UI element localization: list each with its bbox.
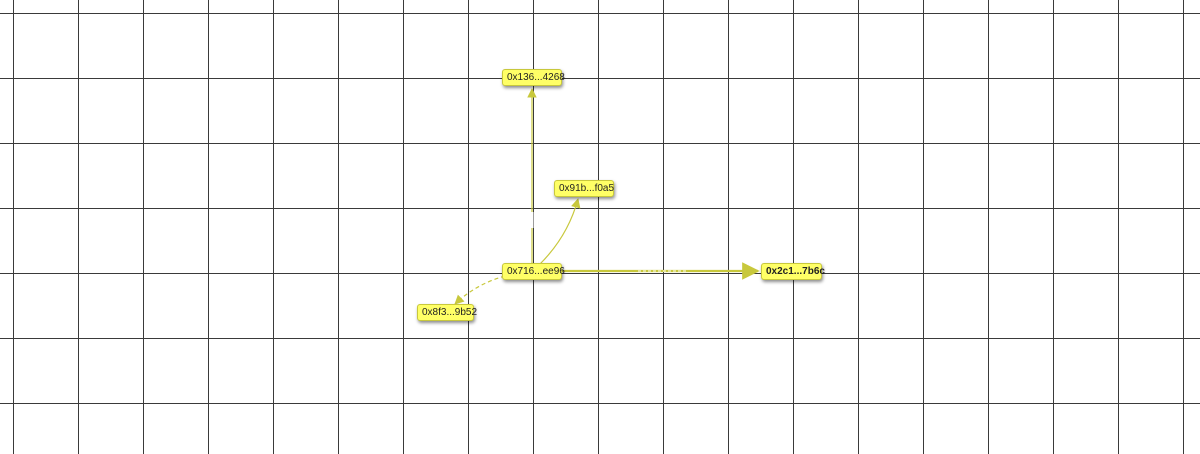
node-0x91b[interactable]: 0x91b...f0a5	[554, 180, 614, 197]
node-0x136[interactable]: 0x136...4268	[502, 69, 565, 86]
node-0x2c1[interactable]: 0x2c1...7b6c	[761, 263, 825, 280]
node-0x8f3[interactable]: 0x8f3...9b52	[417, 304, 477, 321]
edge-n0-n2[interactable]	[539, 198, 581, 265]
node-0x716[interactable]: 0x716...ee96	[502, 263, 565, 280]
edge-n0-n4[interactable]	[454, 275, 506, 305]
